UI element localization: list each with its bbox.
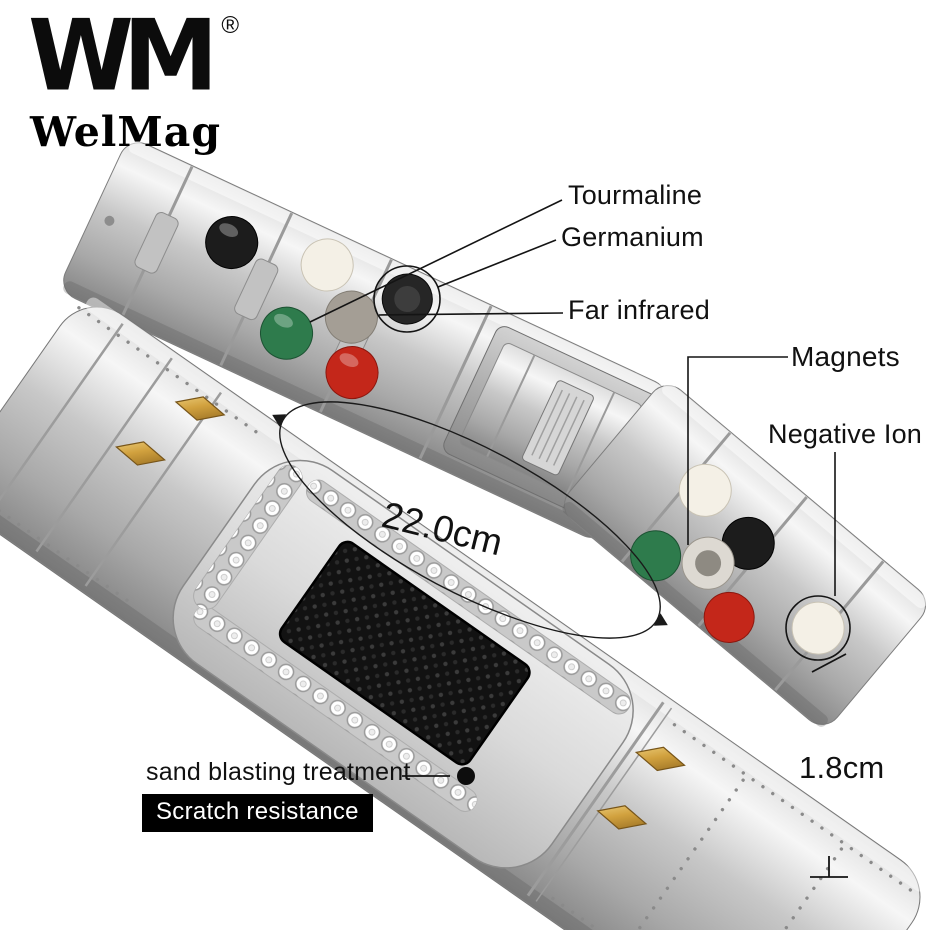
rivet-dot-rows-left	[0, 306, 265, 607]
gold-accent-3	[634, 746, 686, 772]
rhinestone-row-bottom	[193, 606, 477, 812]
width-measurement-label: 1.8cm	[799, 750, 885, 785]
gold-accent-1	[115, 441, 167, 466]
gold-accent-4	[596, 805, 648, 830]
element-dot-germanium	[381, 273, 433, 325]
germanium-highlight-ring	[373, 265, 441, 333]
left-link-seams	[0, 323, 223, 587]
sandblast-label: sand blasting treatment	[146, 758, 411, 786]
bracelet-back-band-2	[562, 383, 928, 727]
rivet-dot-rows-tail	[551, 723, 917, 930]
callout-line-far-infrared	[378, 312, 564, 316]
element-dot-red-2	[703, 591, 755, 643]
rhinestone-row-left	[193, 465, 303, 610]
dot-highlights	[219, 223, 359, 368]
negative-ion-highlight-ring	[785, 595, 851, 661]
bracelet-back-band	[63, 140, 667, 540]
scratch-resistance-badge: Scratch resistance	[142, 794, 373, 832]
element-dot-far-infrared	[324, 290, 378, 344]
element-dot-black	[205, 216, 259, 270]
element-dot-magnet	[681, 536, 735, 590]
bracelet-plate	[172, 459, 634, 869]
width-measurement-ticks	[810, 653, 848, 878]
element-dot-red	[325, 346, 379, 400]
carbon-fiber-inlay	[278, 540, 531, 766]
callout-label-germanium: Germanium	[561, 222, 704, 252]
brand-monogram: WM	[28, 0, 218, 114]
element-dot-tourmaline-2	[630, 530, 682, 582]
callout-line-germanium	[437, 239, 557, 288]
rhinestone-row-top	[306, 480, 631, 714]
sandblast-pointer	[402, 767, 475, 785]
bracelet-front-band	[0, 297, 928, 930]
brand-name: WelMag	[30, 108, 221, 156]
callout-label-tourmaline: Tourmaline	[568, 180, 703, 210]
brand-logo: WM ® WelMag	[28, 0, 240, 156]
band-pin	[104, 215, 115, 226]
callout-label-magnets: Magnets	[791, 341, 900, 372]
length-measurement	[272, 401, 668, 639]
callout-line-magnets	[687, 356, 788, 545]
callout-lines	[309, 199, 836, 596]
gold-accent-2	[174, 396, 226, 421]
tail-link-seams	[526, 701, 673, 902]
element-dot-white	[300, 238, 354, 292]
callout-line-tourmaline	[309, 199, 563, 323]
callout-label-negative-ion: Negative Ion	[768, 419, 922, 449]
element-dot-tourmaline	[260, 306, 314, 360]
registered-mark: ®	[221, 12, 240, 39]
callout-label-far-infrared: Far infrared	[568, 295, 710, 325]
element-dot-negative-ion	[791, 601, 845, 655]
